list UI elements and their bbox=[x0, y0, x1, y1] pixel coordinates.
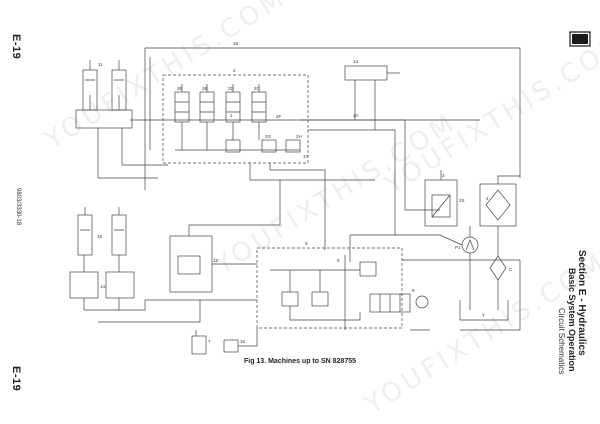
label-14: 14 bbox=[100, 284, 106, 289]
label-1A: 1A bbox=[353, 113, 359, 118]
label-2: 2 bbox=[233, 68, 236, 73]
jcb-logo bbox=[569, 31, 591, 47]
label-12: 12 bbox=[213, 258, 219, 263]
label-4: 4 bbox=[486, 196, 489, 201]
figure-caption: Fig 13. Machines up to SN 828755 bbox=[243, 358, 357, 365]
label-2H: 2H bbox=[296, 134, 302, 139]
label-T: T bbox=[482, 313, 485, 318]
label-P1: P1 bbox=[455, 245, 461, 250]
label-15: 15 bbox=[97, 234, 103, 239]
label-2F: 2F bbox=[276, 114, 282, 119]
label-18: 18 bbox=[233, 41, 239, 46]
label-2G: 2G bbox=[265, 134, 272, 139]
label-16: 16 bbox=[240, 339, 246, 344]
label-2D: 2D bbox=[228, 86, 235, 91]
label-2S: 2S bbox=[459, 198, 465, 203]
label-17: 17 bbox=[303, 154, 309, 159]
label-8: 8 bbox=[412, 288, 415, 293]
label-C: C bbox=[509, 267, 513, 272]
label-2E: 2E bbox=[177, 86, 183, 91]
label-9: 9 bbox=[337, 258, 340, 263]
label-13: 13 bbox=[353, 59, 359, 64]
label-1: 1 bbox=[230, 113, 233, 118]
label-2C: 2C bbox=[254, 86, 261, 91]
label-11: 11 bbox=[98, 62, 103, 67]
label-5: 5 bbox=[305, 241, 308, 246]
label-3: 3 bbox=[442, 173, 445, 178]
label-2B: 2B bbox=[202, 86, 208, 91]
label-7: 7 bbox=[208, 339, 211, 344]
